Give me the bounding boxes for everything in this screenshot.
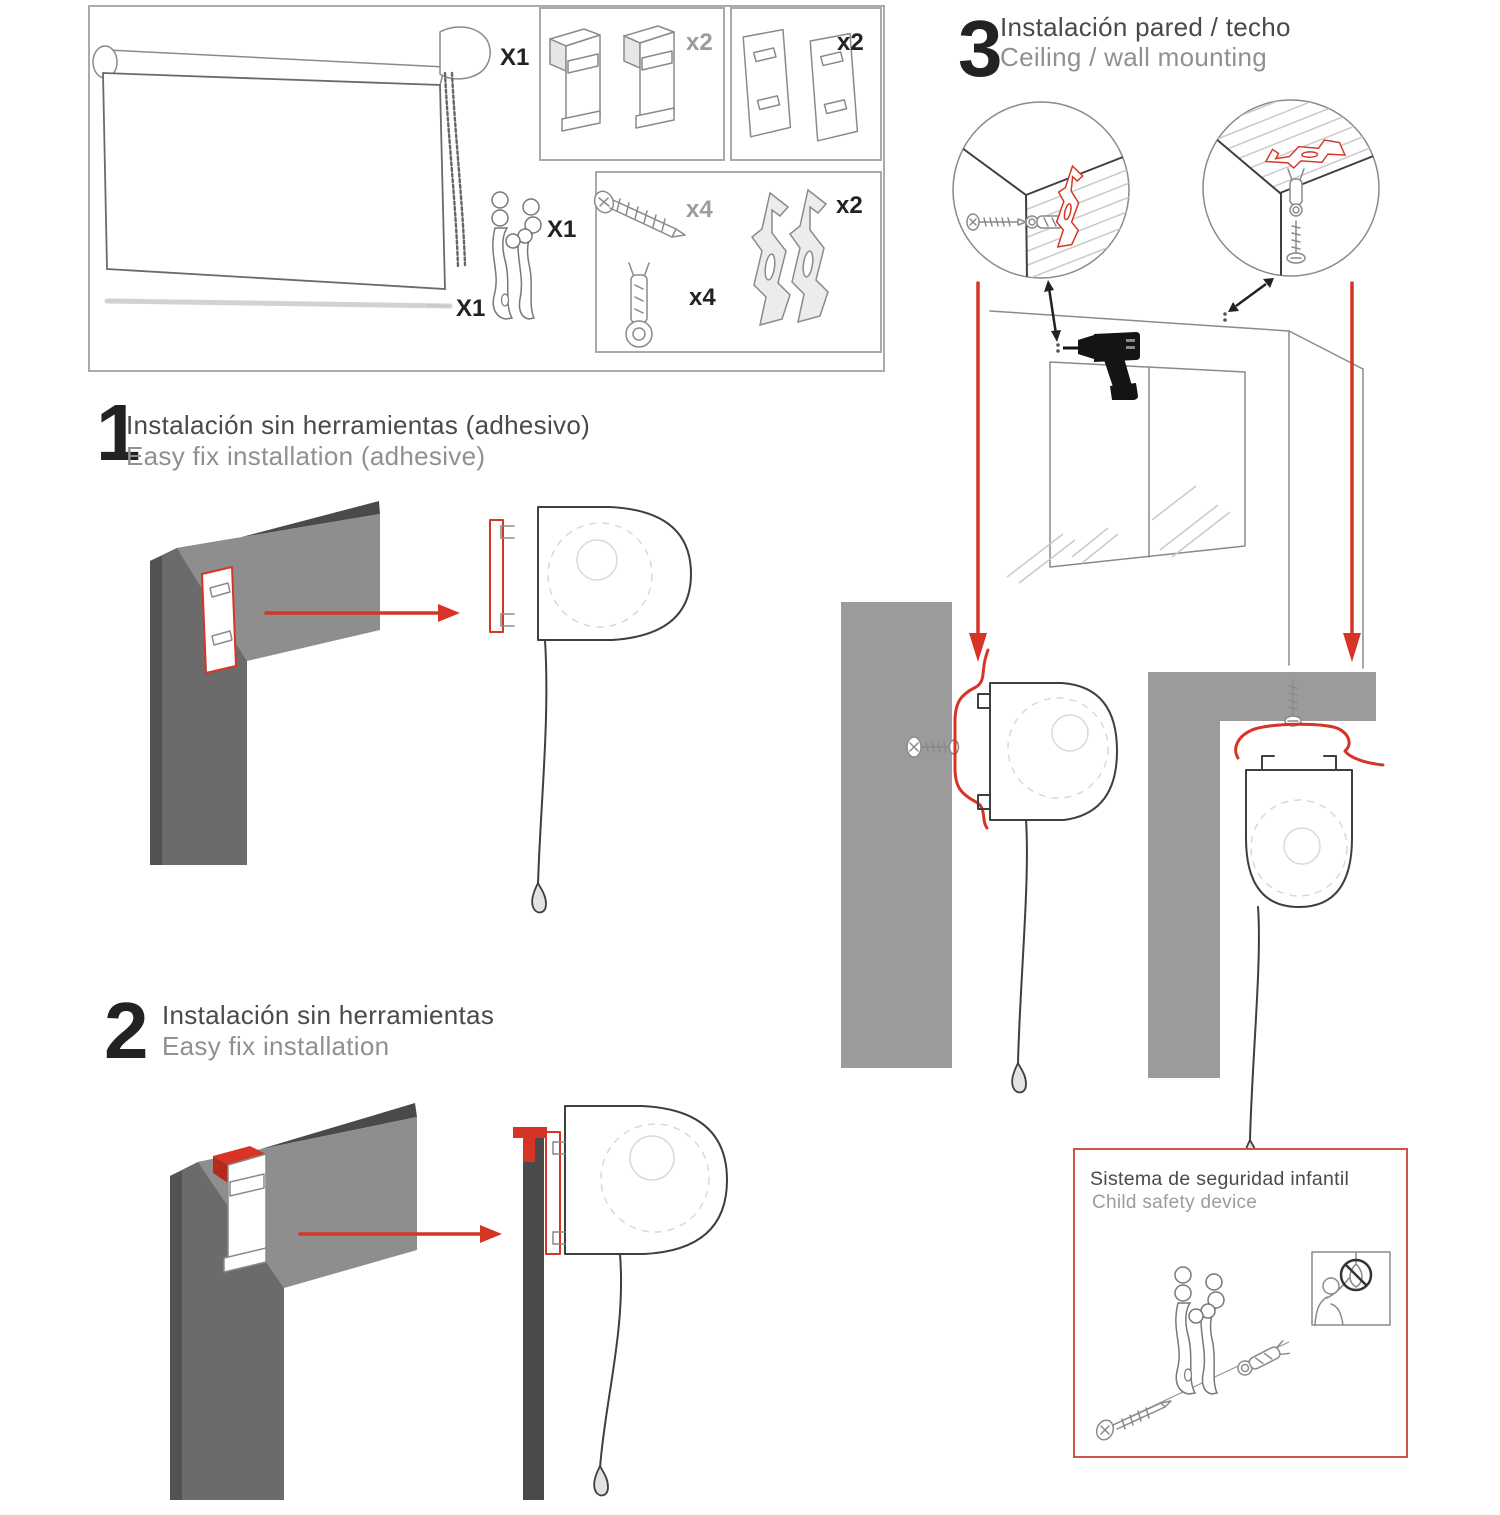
safety-clip-qty-label: X1 <box>547 216 576 243</box>
step3-title-es: Instalación pared / techo <box>1000 12 1291 42</box>
warning-inset <box>1311 1251 1391 1326</box>
clamp-bracket-part <box>623 25 675 129</box>
red-bracket-profile <box>953 648 990 830</box>
child-safety-drawing <box>1095 1251 1391 1441</box>
blind-qty-label: X1 <box>500 44 529 71</box>
wall-plug <box>1287 168 1305 217</box>
frame-top-edge <box>150 501 380 561</box>
step2-title: Instalación sin herramientas Easy fix in… <box>162 1000 494 1062</box>
window <box>1049 361 1246 568</box>
bracket-plate <box>545 1131 561 1255</box>
step1-title: Instalación sin herramientas (adhesivo) … <box>126 410 590 472</box>
child-figure <box>1314 1277 1350 1326</box>
plugs-qty-label: x4 <box>689 284 716 311</box>
frame-top-edge <box>170 1103 417 1176</box>
metal-brackets-qty-label: x2 <box>836 192 863 219</box>
bottom-bar <box>104 298 453 309</box>
adhesive-plate-part <box>809 32 859 142</box>
metal-bracket-red <box>1052 164 1086 250</box>
insert-arrow <box>264 604 460 622</box>
wall-fixing-detail-circle <box>952 101 1130 279</box>
screws-qty-label: x4 <box>686 196 713 223</box>
clamp-hook-red <box>513 1127 547 1162</box>
step3-number: 3 <box>958 4 1002 93</box>
plates-qty-label: x2 <box>837 29 864 56</box>
prohibition-icon <box>1339 1258 1373 1292</box>
clamp-qty-label: x2 <box>686 29 713 56</box>
blind-head-side <box>977 682 1118 1094</box>
step2-title-en: Easy fix installation <box>162 1031 390 1061</box>
step3-title: Instalación pared / techo Ceiling / wall… <box>1000 12 1291 72</box>
detail-link-arrow-left <box>1044 280 1061 342</box>
adhesive-plate-part <box>742 28 792 138</box>
adhesive-plate-on-frame <box>201 566 237 674</box>
step2-diagram <box>170 1103 728 1500</box>
step1-diagram <box>150 501 692 914</box>
parts-overview-box: X1 X1 X1 x2 x2 <box>88 5 885 372</box>
child-safety-box: Sistema de seguridad infantil Child safe… <box>1073 1148 1408 1458</box>
step2-number: 2 <box>104 986 148 1075</box>
metal-bracket-red <box>1263 136 1347 173</box>
child-safety-title-es: Sistema de seguridad infantil <box>1090 1168 1350 1190</box>
insert-arrow <box>298 1225 502 1243</box>
roller-blind-drawing <box>92 26 491 309</box>
wall-plug-part <box>625 262 653 348</box>
ceiling-fixing-detail-circle <box>1202 99 1380 277</box>
child-safety-title-en: Child safety device <box>1092 1192 1258 1213</box>
chain-tensioner <box>1174 1266 1225 1395</box>
step1-number: 1 <box>96 388 140 477</box>
chain <box>443 71 460 269</box>
step2-title-es: Instalación sin herramientas <box>162 1000 495 1030</box>
step3-title-en: Ceiling / wall mounting <box>1000 42 1268 72</box>
frame-post-edge <box>150 556 162 865</box>
red-guide-line-left <box>969 281 987 662</box>
room-scene <box>989 310 1364 669</box>
screw <box>1286 220 1306 264</box>
clamp-bracket-on-frame <box>213 1146 267 1273</box>
step1-title-en: Easy fix installation (adhesive) <box>126 441 486 471</box>
step1-title-es: Instalación sin herramientas (adhesivo) <box>126 410 591 440</box>
blind-head-unit <box>513 1105 728 1500</box>
frame-post-edge <box>170 1171 182 1500</box>
screw <box>1095 1400 1172 1441</box>
bottom-bar-qty-label: X1 <box>456 295 485 322</box>
drill <box>1063 332 1140 400</box>
wall-plug <box>1237 1340 1290 1376</box>
ceiling-mounting-diagram <box>1148 672 1385 1171</box>
screw-into-wall <box>966 213 1027 231</box>
screw-part <box>593 190 686 238</box>
red-guide-line-right <box>1343 281 1361 662</box>
step3-diagram <box>841 99 1385 1171</box>
red-bracket-profile <box>1234 722 1385 767</box>
wall-mounting-diagram <box>841 602 1118 1094</box>
frame-strip <box>523 1133 544 1500</box>
detail-link-arrow-right <box>1228 278 1274 312</box>
blind-head-side <box>1243 755 1353 1171</box>
clamp-bracket-part <box>549 28 601 132</box>
glass-reflections <box>1006 485 1231 584</box>
blind-head-unit <box>489 506 692 914</box>
bracket-plate <box>489 519 504 633</box>
